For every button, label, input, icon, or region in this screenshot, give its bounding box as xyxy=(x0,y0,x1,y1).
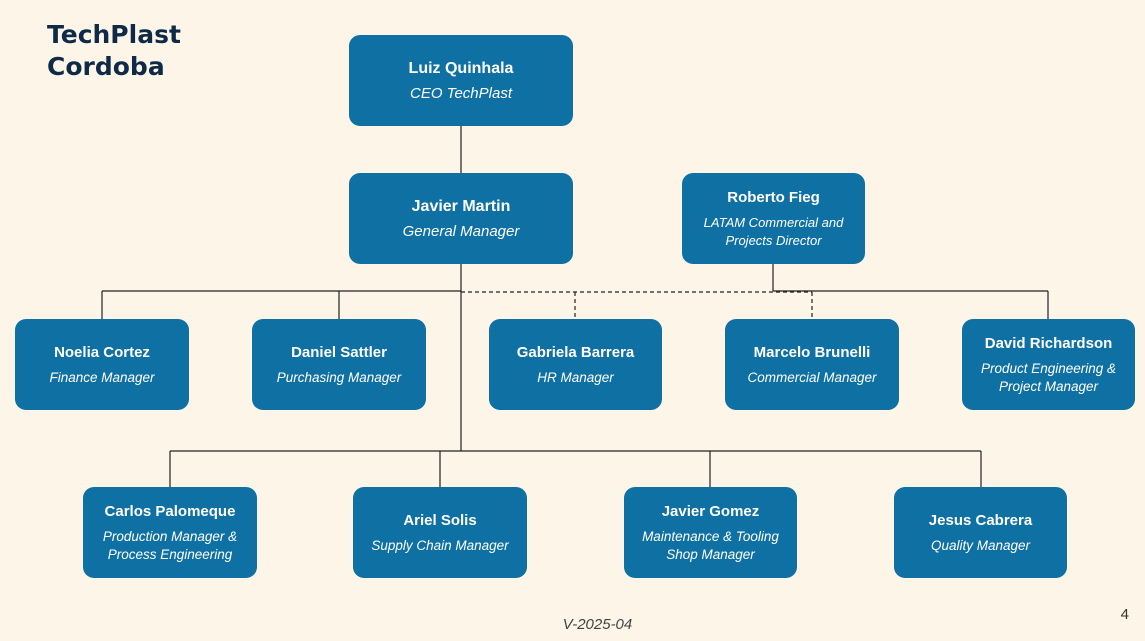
node-ceo: Luiz Quinhala CEO TechPlast xyxy=(349,35,573,126)
node-name: David Richardson xyxy=(984,334,1113,352)
node-supply-chain-manager: Ariel Solis Supply Chain Manager xyxy=(353,487,527,578)
node-name: Javier Gomez xyxy=(661,502,760,520)
node-finance-manager: Noelia Cortez Finance Manager xyxy=(15,319,189,410)
node-name: Javier Martin xyxy=(411,197,511,215)
node-name: Roberto Fieg xyxy=(727,188,820,206)
node-purchasing-manager: Daniel Sattler Purchasing Manager xyxy=(252,319,426,410)
version-footer: V-2025-04 xyxy=(562,616,633,633)
node-product-engineering-manager: David Richardson Product Engineering & P… xyxy=(962,319,1135,410)
node-role: CEO TechPlast xyxy=(410,84,512,102)
node-role: LATAM Commercial and Projects Director xyxy=(703,214,844,248)
node-commercial-manager: Marcelo Brunelli Commercial Manager xyxy=(725,319,899,410)
node-general-manager: Javier Martin General Manager xyxy=(349,173,573,264)
node-name: Jesus Cabrera xyxy=(928,511,1033,529)
node-latam-director: Roberto Fieg LATAM Commercial and Projec… xyxy=(682,173,865,264)
page-number: 4 xyxy=(1120,606,1129,623)
node-role: Quality Manager xyxy=(930,537,1031,553)
node-name: Marcelo Brunelli xyxy=(753,343,871,361)
node-name: Luiz Quinhala xyxy=(408,59,514,77)
title-line-1: TechPlast xyxy=(47,20,181,49)
node-role: HR Manager xyxy=(537,369,614,385)
node-production-manager: Carlos Palomeque Production Manager & Pr… xyxy=(83,487,257,578)
node-role: Finance Manager xyxy=(49,369,155,385)
node-role: Commercial Manager xyxy=(747,369,877,385)
org-chart-title: TechPlast Cordoba xyxy=(47,19,181,83)
node-quality-manager: Jesus Cabrera Quality Manager xyxy=(894,487,1067,578)
node-role: Production Manager & Process Engineering xyxy=(102,528,238,562)
node-hr-manager: Gabriela Barrera HR Manager xyxy=(489,319,662,410)
node-role: General Manager xyxy=(402,222,520,240)
title-line-2: Cordoba xyxy=(47,52,165,81)
node-name: Noelia Cortez xyxy=(54,343,150,361)
node-role: Maintenance & Tooling Shop Manager xyxy=(642,528,779,562)
node-name: Daniel Sattler xyxy=(291,343,387,361)
node-name: Ariel Solis xyxy=(403,511,477,529)
node-name: Carlos Palomeque xyxy=(104,502,236,520)
node-role: Supply Chain Manager xyxy=(371,537,509,553)
node-role: Product Engineering & Project Manager xyxy=(980,360,1117,394)
node-role: Purchasing Manager xyxy=(276,369,402,385)
node-name: Gabriela Barrera xyxy=(516,343,635,361)
node-maintenance-manager: Javier Gomez Maintenance & Tooling Shop … xyxy=(624,487,797,578)
